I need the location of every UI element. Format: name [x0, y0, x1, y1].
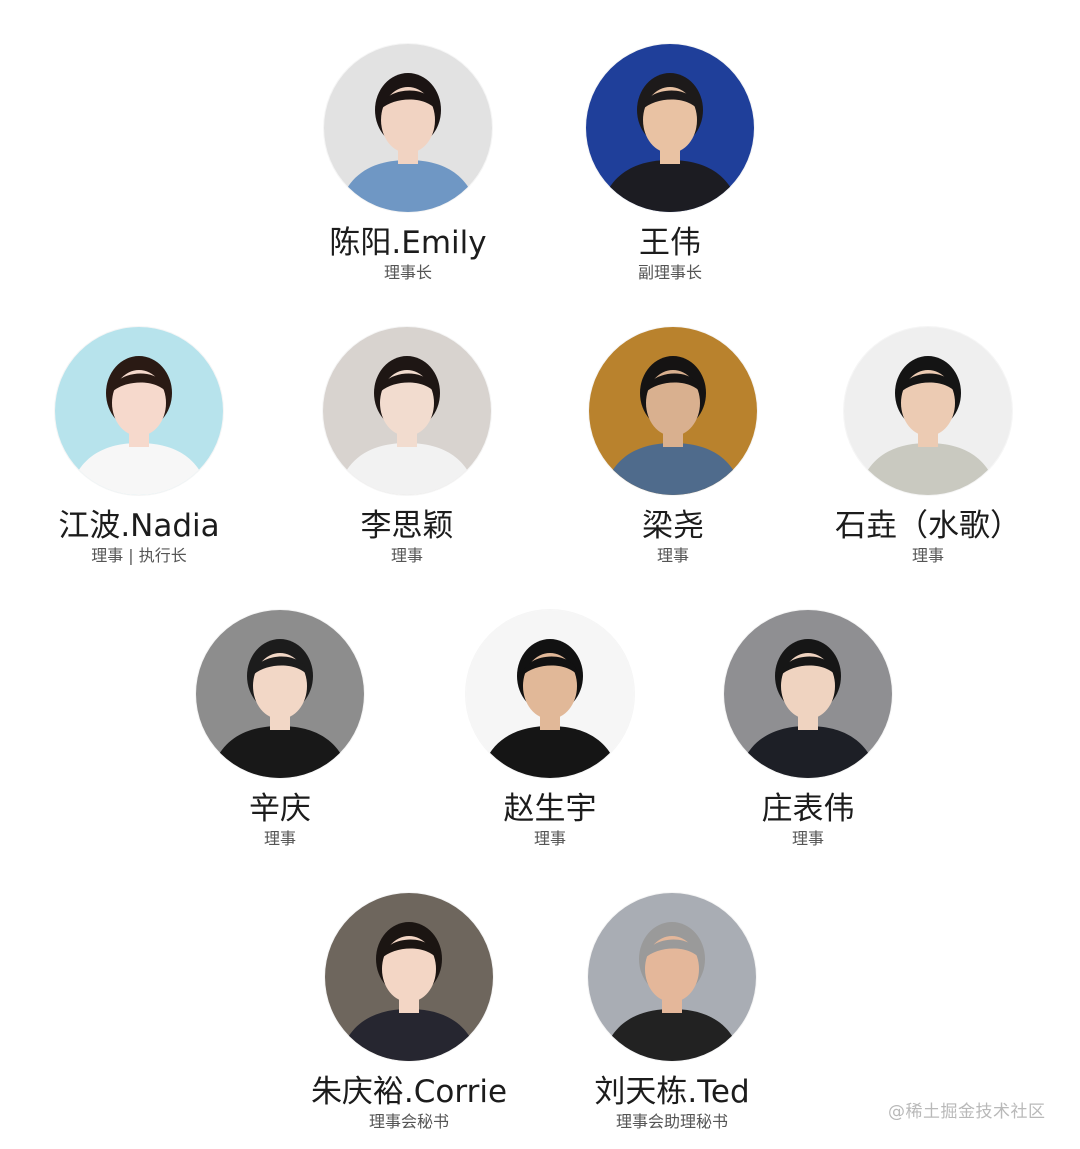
portrait-illustration: [466, 610, 634, 778]
portrait-illustration: [324, 44, 492, 212]
member-card: 辛庆 理事: [150, 610, 410, 850]
member-avatar: [466, 610, 634, 778]
member-role: 理事: [791, 829, 824, 848]
member-role: 理事: [533, 829, 566, 848]
member-role: 理事: [390, 546, 423, 565]
member-card: 刘天栋.Ted 理事会助理秘书: [542, 893, 802, 1133]
member-avatar: [589, 327, 757, 495]
member-avatar: [844, 327, 1012, 495]
member-role: 理事会助理秘书: [615, 1112, 728, 1131]
member-name: 庄表伟: [761, 791, 855, 827]
portrait-illustration: [724, 610, 892, 778]
member-avatar: [324, 44, 492, 212]
member-avatar: [323, 327, 491, 495]
portrait-illustration: [196, 610, 364, 778]
portrait-illustration: [55, 327, 223, 495]
member-name: 江波.Nadia: [58, 508, 220, 544]
member-name: 梁尧: [642, 508, 704, 544]
member-card: 石垚（水歌） 理事: [798, 327, 1058, 567]
member-role: 理事: [656, 546, 689, 565]
portrait-illustration: [844, 327, 1012, 495]
member-avatar: [586, 44, 754, 212]
member-avatar: [196, 610, 364, 778]
member-card: 赵生宇 理事: [420, 610, 680, 850]
member-avatar: [325, 893, 493, 1061]
member-card: 梁尧 理事: [543, 327, 803, 567]
member-avatar: [724, 610, 892, 778]
member-role: 理事 | 执行长: [91, 546, 187, 565]
member-role: 理事长: [383, 263, 432, 282]
member-card: 朱庆裕.Corrie 理事会秘书: [279, 893, 539, 1133]
member-card: 江波.Nadia 理事 | 执行长: [9, 327, 269, 567]
member-role: 理事: [263, 829, 296, 848]
member-name: 陈阳.Emily: [329, 225, 487, 261]
portrait-illustration: [323, 327, 491, 495]
member-role: 理事: [911, 546, 944, 565]
member-name: 刘天栋.Ted: [594, 1074, 750, 1110]
portrait-illustration: [325, 893, 493, 1061]
member-name: 李思颖: [360, 508, 454, 544]
member-card: 王伟 副理事长: [540, 44, 800, 284]
member-avatar: [588, 893, 756, 1061]
member-role: 理事会秘书: [368, 1112, 449, 1131]
member-name: 朱庆裕.Corrie: [310, 1074, 508, 1110]
member-card: 李思颖 理事: [277, 327, 537, 567]
member-name: 石垚（水歌）: [835, 508, 1021, 544]
watermark: @稀土掘金技术社区: [888, 1102, 1046, 1122]
portrait-illustration: [586, 44, 754, 212]
member-role: 副理事长: [637, 263, 702, 282]
member-name: 王伟: [639, 225, 701, 261]
member-avatar: [55, 327, 223, 495]
member-name: 赵生宇: [503, 791, 597, 827]
member-card: 庄表伟 理事: [678, 610, 938, 850]
member-name: 辛庆: [249, 791, 311, 827]
portrait-illustration: [589, 327, 757, 495]
member-card: 陈阳.Emily 理事长: [278, 44, 538, 284]
portrait-illustration: [588, 893, 756, 1061]
